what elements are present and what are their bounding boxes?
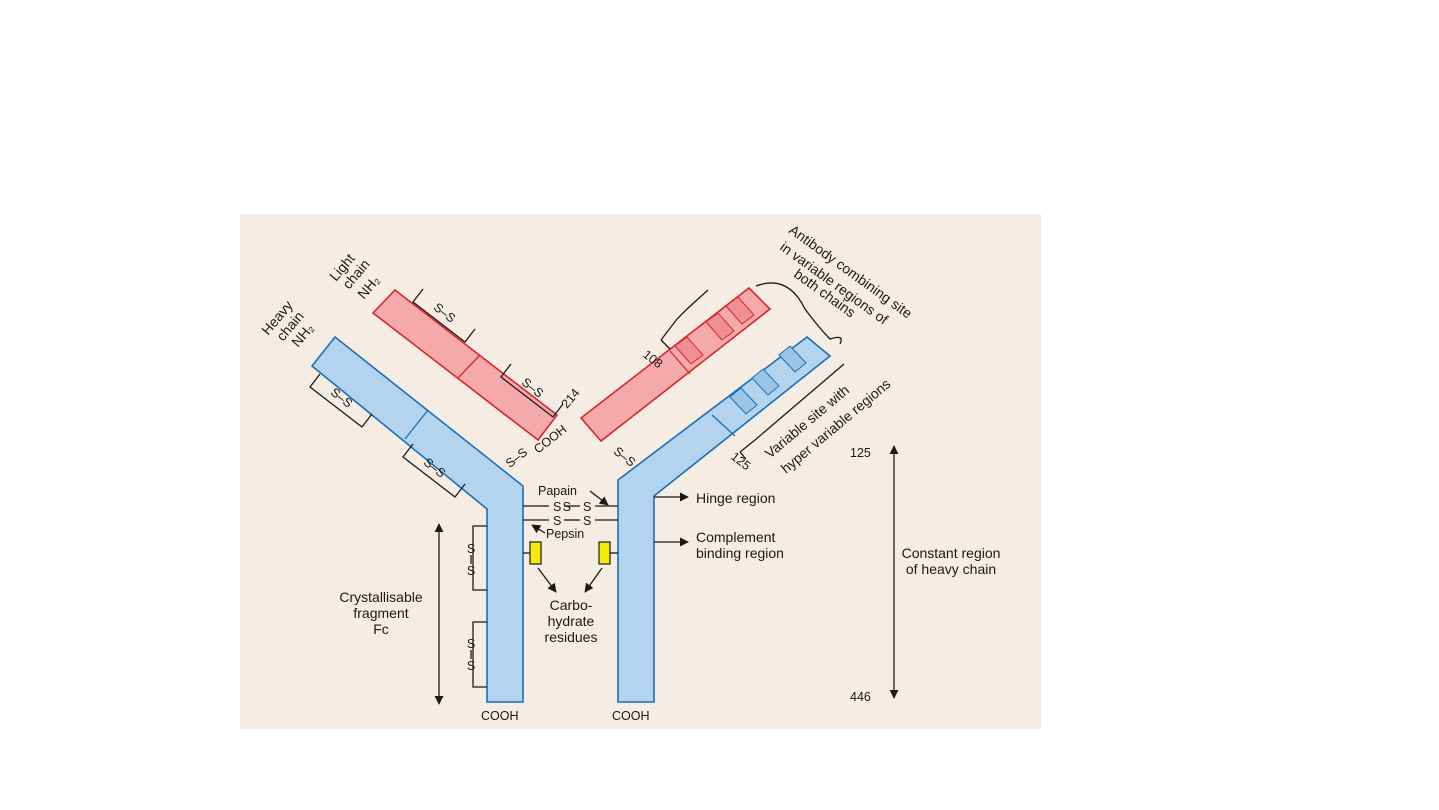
heavy-chain-left <box>310 335 524 703</box>
hypervariable-heavy-3 <box>729 387 758 415</box>
bracket-125 <box>739 363 845 453</box>
light-left-domain-divider <box>457 354 481 379</box>
antibody-structure-svg: S–S S–S S–S S–S S–S S–S S S S S S Papain… <box>258 221 1001 723</box>
hinge-s-1b: S <box>583 500 591 514</box>
bracket-125-end <box>739 451 747 460</box>
num-125-arm-label: 125 <box>728 449 753 473</box>
cooh-heavy-left: COOH <box>481 709 519 723</box>
hinge-s-2a: S <box>553 514 561 528</box>
fc-label-2: fragment <box>353 605 408 621</box>
carbohydrate-right <box>598 541 611 565</box>
carbohydrate-left <box>529 541 542 565</box>
hinge-s-left-1: S <box>563 500 571 514</box>
hinge-s-1a: S <box>553 500 561 514</box>
carbo-arrow-left <box>537 567 557 593</box>
bracket-108-end <box>660 339 671 350</box>
fc-label-3: Fc <box>373 621 389 637</box>
papain-label: Papain <box>538 484 577 498</box>
heavy-left-domain-divider <box>404 409 429 440</box>
axis-125-label: 125 <box>850 446 871 460</box>
hinge-region-label: Hinge region <box>696 490 775 506</box>
antibody-diagram: S–S S–S S–S S–S S–S S–S S S S S S Papain… <box>240 214 1041 729</box>
svg-text:S: S <box>467 659 475 673</box>
bracket-antibody-site <box>755 282 842 345</box>
hinge-s-2b: S <box>583 514 591 528</box>
light-heavy-ss-right: S–S <box>611 444 638 470</box>
fc-label-1: Crystallisable <box>339 589 422 605</box>
hypervariable-heavy-2 <box>751 368 780 396</box>
cooh-heavy-right: COOH <box>612 709 650 723</box>
light-right-domain-divider <box>669 350 691 375</box>
pepsin-label: Pepsin <box>546 527 584 541</box>
carbo-label-3: residues <box>545 629 598 645</box>
bracket-108 <box>660 298 699 341</box>
light-heavy-ss-left: S–S <box>503 445 530 471</box>
hypervariable-light-2 <box>705 312 735 341</box>
svg-text:S: S <box>467 542 475 556</box>
heavy-right-domain-divider <box>711 414 736 437</box>
complement-label-2: binding region <box>696 545 784 561</box>
carbo-label-1: Carbo- <box>550 597 593 613</box>
constant-label-2: of heavy chain <box>906 561 996 577</box>
hypervariable-light-1 <box>725 296 755 325</box>
hypervariable-light-3 <box>674 336 704 365</box>
axis-446-label: 446 <box>850 690 871 704</box>
num-214-label: 214 <box>559 386 583 411</box>
heavy-chain-right <box>617 335 832 703</box>
bracket-108-top <box>697 289 709 300</box>
carbo-label-2: hydrate <box>548 613 595 629</box>
ss-bridge-fc-1: S S <box>467 525 487 591</box>
light-chain-left <box>371 288 559 442</box>
carbo-arrow-right <box>584 567 603 593</box>
pepsin-arrow <box>531 524 546 534</box>
svg-text:S: S <box>467 637 475 651</box>
constant-label-1: Constant region <box>902 545 1001 561</box>
hypervariable-heavy-1 <box>778 345 807 373</box>
complement-label-1: Complement <box>696 529 775 545</box>
papain-arrow <box>589 490 609 506</box>
svg-text:S: S <box>467 564 475 578</box>
ss-bridge-fc-2: S S <box>467 621 487 688</box>
